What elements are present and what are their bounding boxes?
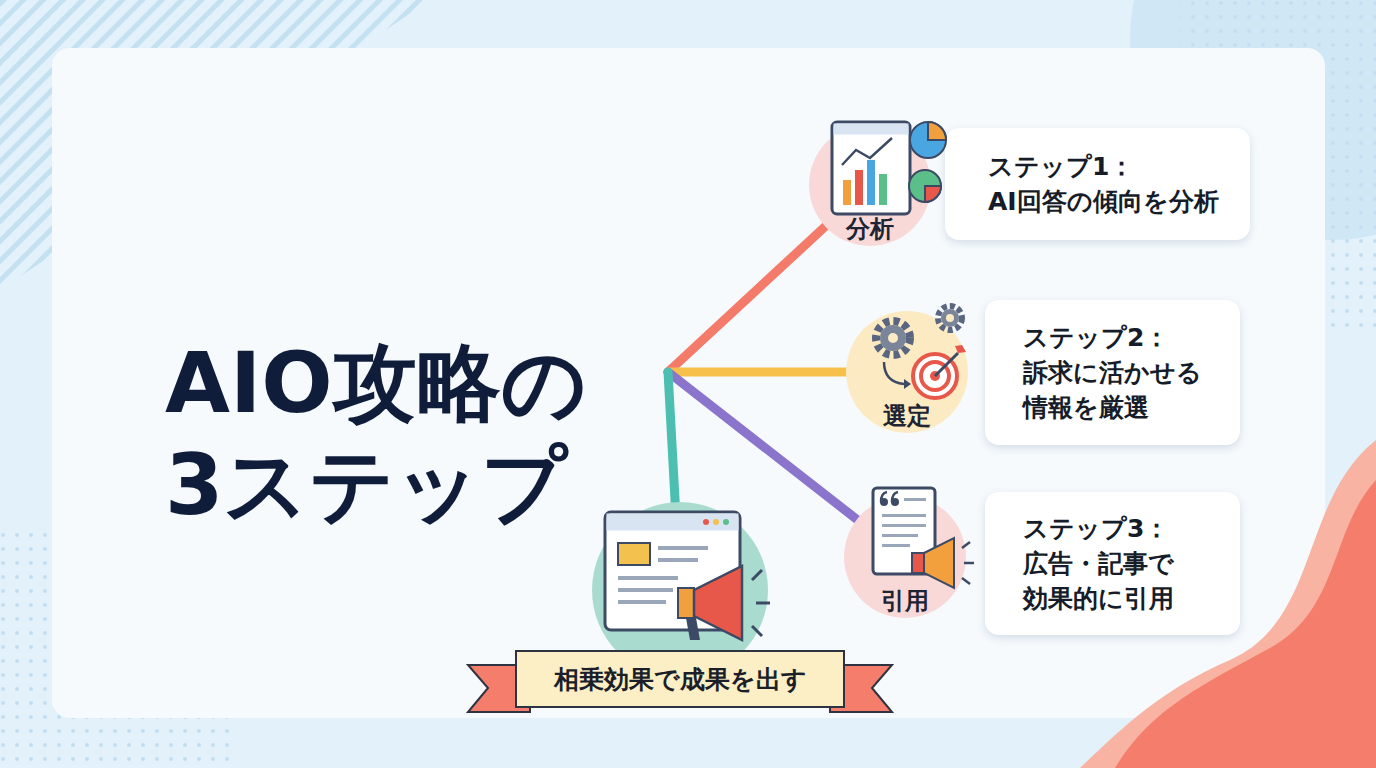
web-page bbox=[605, 512, 740, 630]
step-card: ステップ3： 広告・記事で 効果的に引用 bbox=[985, 492, 1240, 635]
ribbon-band bbox=[516, 651, 844, 707]
step-label: 引用 bbox=[843, 585, 967, 617]
step-text: ステップ1： AI回答の傾向を分析 bbox=[988, 149, 1250, 219]
image-block bbox=[618, 543, 650, 565]
step-label: 分析 bbox=[808, 213, 932, 245]
circle-shape bbox=[846, 311, 968, 433]
step-card: ステップ2： 訴求に活かせる 情報を厳選 bbox=[985, 300, 1240, 445]
text-line bbox=[618, 588, 673, 592]
step-card: ステップ1： AI回答の傾向を分析 bbox=[945, 128, 1250, 240]
ribbon-text: 相乗効果で成果を出す bbox=[554, 663, 807, 696]
window-dot bbox=[713, 519, 719, 525]
pie-slice bbox=[928, 122, 946, 140]
text-line bbox=[618, 600, 666, 604]
step-text: ステップ2： 訴求に活かせる 情報を厳選 bbox=[1023, 320, 1233, 425]
step-circle: 分析 bbox=[808, 123, 932, 247]
megaphone-grip bbox=[678, 588, 694, 618]
circle-shape bbox=[809, 124, 931, 246]
step-circle: 引用 bbox=[843, 495, 967, 619]
step-text: ステップ3： 広告・記事で 効果的に引用 bbox=[1023, 511, 1233, 616]
diagram-title: AIO攻略の 3ステップ bbox=[165, 332, 685, 537]
window-dot bbox=[703, 519, 709, 525]
sound-wave bbox=[752, 570, 762, 580]
text-line bbox=[658, 558, 698, 562]
window-dot bbox=[723, 519, 729, 525]
result-ribbon: 相乗効果で成果を出す bbox=[515, 650, 845, 708]
result-icon bbox=[605, 512, 770, 640]
step-circle: 選定 bbox=[845, 310, 969, 434]
text-line bbox=[658, 546, 708, 550]
gear-hole bbox=[946, 314, 954, 322]
text-line bbox=[618, 576, 678, 580]
window-bar bbox=[607, 514, 739, 531]
megaphone-handle bbox=[686, 618, 700, 640]
sound-wave bbox=[962, 578, 970, 584]
step-label: 選定 bbox=[845, 400, 969, 432]
circle-shape bbox=[844, 496, 966, 618]
megaphone-horn bbox=[694, 566, 742, 640]
sound-wave bbox=[752, 626, 762, 636]
sound-wave bbox=[756, 602, 770, 605]
content-panel bbox=[52, 48, 1325, 718]
